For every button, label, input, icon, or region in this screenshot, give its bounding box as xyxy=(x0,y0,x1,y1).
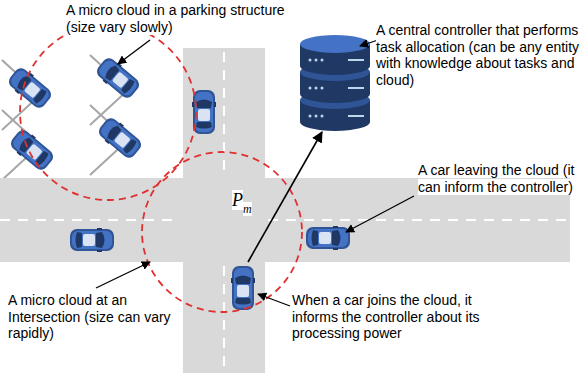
label-text: P xyxy=(232,190,243,210)
roads xyxy=(0,48,570,373)
parking-cloud xyxy=(20,24,196,200)
callout-text: A micro cloud at an Intersection (size c… xyxy=(8,292,178,342)
callout-text: A micro cloud in a parking structure (si… xyxy=(66,2,286,35)
label-text: A central controller that performs task … xyxy=(376,22,579,88)
callout-text: A car leaving the cloud (it can inform t… xyxy=(418,162,582,195)
intersection-cloud xyxy=(142,152,302,312)
label-text: When a car joins the cloud, it informs t… xyxy=(292,292,480,341)
label-text: A micro cloud in a parking structure (si… xyxy=(66,2,285,35)
callout-text: A central controller that performs task … xyxy=(376,22,582,88)
label-text: A car leaving the cloud (it can inform t… xyxy=(418,162,574,195)
math-symbol: P xyxy=(232,190,243,211)
callout-text: When a car joins the cloud, it informs t… xyxy=(292,292,492,342)
label-text: A micro cloud at an Intersection (size c… xyxy=(8,292,171,341)
math-subscript: m xyxy=(243,202,252,216)
leader-lines xyxy=(96,40,414,306)
cars xyxy=(5,55,350,310)
server-icon xyxy=(300,35,370,131)
label-text: m xyxy=(243,202,252,216)
